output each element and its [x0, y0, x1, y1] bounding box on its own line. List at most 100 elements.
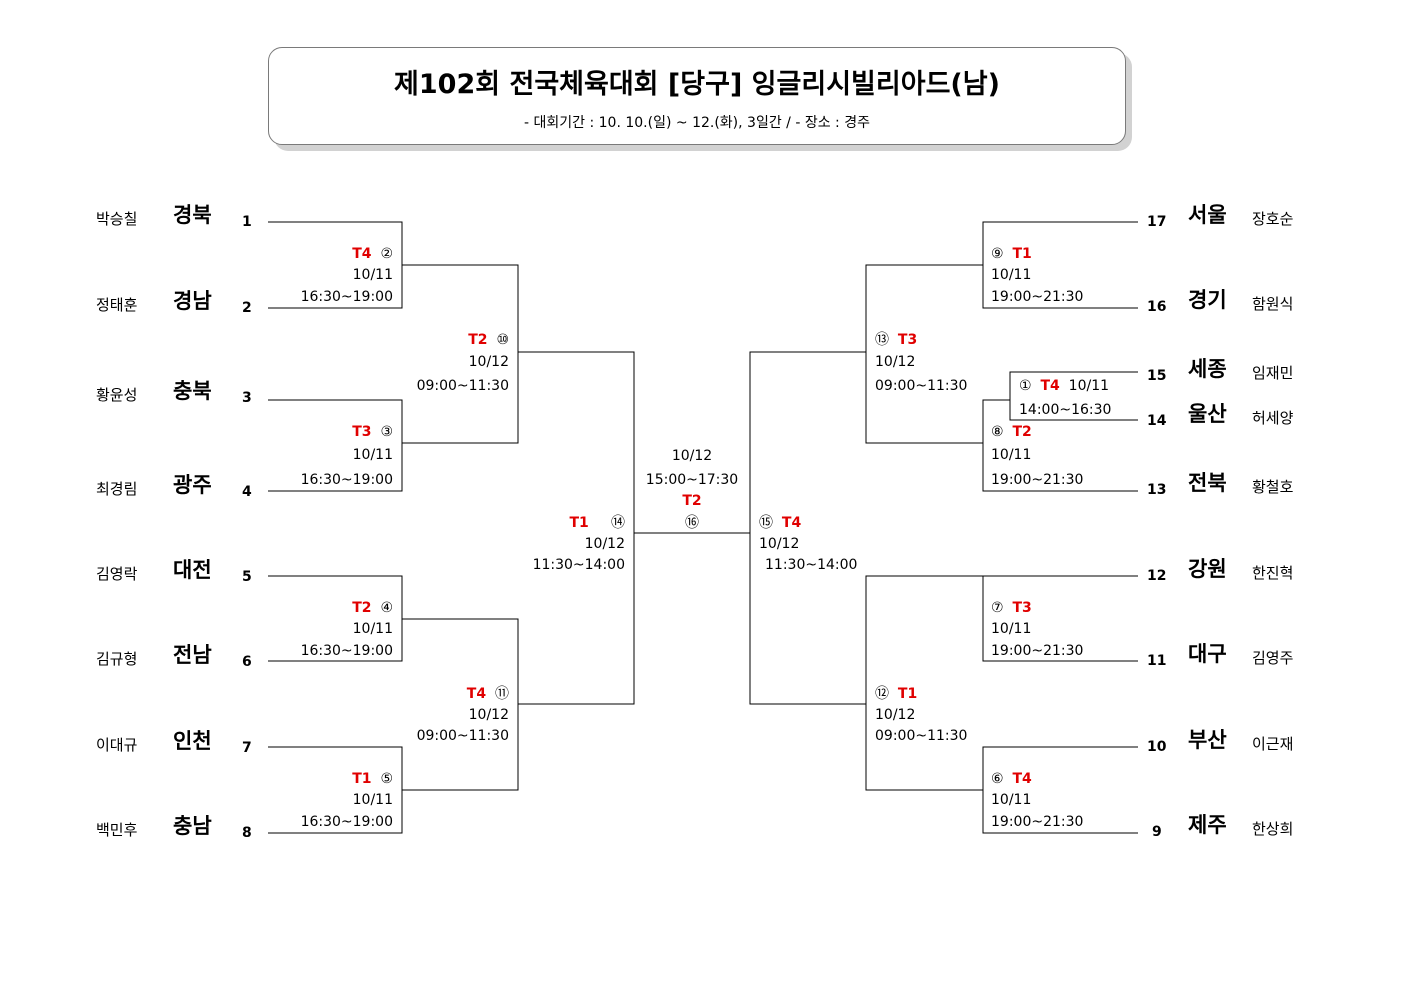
right-entry-13-player: 황철호 — [1252, 478, 1294, 496]
left-entry-6-seed: 6 — [242, 654, 252, 670]
bracket-line-m11 — [402, 618, 519, 791]
match-4-table: T2 — [352, 600, 372, 616]
match-15-header: ⑮ T4 — [759, 515, 801, 532]
match-11-time: 09:00~11:30 — [416, 728, 509, 744]
left-entry-4-seed: 4 — [242, 484, 252, 500]
left-entry-7-player: 이대규 — [96, 736, 138, 754]
match-16-date: 10/12 — [671, 448, 713, 464]
match-2-time: 16:30~19:00 — [300, 289, 393, 305]
match-9-number: ⑨ — [991, 246, 1004, 262]
left-entry-1-region: 경북 — [173, 203, 212, 227]
match-12-date: 10/12 — [875, 707, 916, 723]
match-15-number: ⑮ — [759, 515, 773, 531]
right-entry-11-player: 김영주 — [1252, 649, 1294, 667]
right-entry-16-region: 경기 — [1188, 288, 1227, 312]
right-entry-17-seed: 17 — [1147, 214, 1167, 230]
match-4-header: T2 ④ — [290, 600, 393, 617]
match-3-time: 16:30~19:00 — [300, 472, 393, 488]
left-entry-7-region: 인천 — [173, 729, 212, 753]
bracket-line-m7 — [982, 575, 1138, 662]
match-12-number: ⑫ — [875, 686, 889, 702]
match-13-table: T3 — [897, 332, 918, 348]
left-entry-2-seed: 2 — [242, 300, 252, 316]
match-4-number: ④ — [380, 600, 393, 616]
match-14-number: ⑭ — [611, 515, 625, 531]
match-1-table: T4 — [1040, 378, 1060, 394]
match-10-time: 09:00~11:30 — [416, 378, 509, 394]
match-12-table: T1 — [897, 686, 918, 702]
right-entry-15-player: 임재민 — [1252, 364, 1294, 382]
match-3-date: 10/11 — [352, 447, 393, 463]
match-8-time: 19:00~21:30 — [991, 472, 1084, 488]
right-entry-9-player: 한상희 — [1252, 820, 1294, 838]
left-entry-4-region: 광주 — [173, 473, 212, 497]
left-entry-3-player: 황윤성 — [96, 386, 138, 404]
left-entry-2-player: 정태훈 — [96, 296, 138, 314]
match-13-header: ⑬ T3 — [875, 332, 917, 349]
match-10-header: T2 ⑩ — [406, 332, 509, 349]
left-entry-8-region: 충남 — [173, 814, 212, 838]
left-entry-3-region: 충북 — [173, 379, 212, 403]
match-3-number: ③ — [380, 424, 393, 440]
left-entry-5-region: 대전 — [173, 558, 212, 582]
match-7-table: T3 — [1012, 600, 1032, 616]
match-3-table: T3 — [352, 424, 372, 440]
right-entry-17-region: 서울 — [1188, 203, 1227, 227]
left-entry-1-seed: 1 — [242, 214, 252, 230]
match-11-table: T4 — [466, 686, 487, 702]
match-10-table: T2 — [468, 332, 488, 348]
bracket-line-m10 — [402, 264, 519, 444]
left-entry-1-player: 박승칠 — [96, 210, 138, 228]
bracket-line-m13 — [865, 264, 983, 444]
right-entry-15-region: 세종 — [1188, 357, 1227, 381]
bracket-line-m6 — [982, 746, 1138, 834]
match-12-header: ⑫ T1 — [875, 686, 917, 703]
match-1-header: ① T4 10/11 — [1019, 378, 1109, 395]
title-box: 제102회 전국체육대회 [당구] 잉글리시빌리아드(남) - 대회기간 : 1… — [268, 47, 1126, 145]
match-8-number: ⑧ — [991, 424, 1004, 440]
match-2-header: T4 ② — [290, 246, 393, 263]
match-2-table: T4 — [352, 246, 372, 262]
match-7-time: 19:00~21:30 — [991, 643, 1084, 659]
match-4-date: 10/11 — [352, 621, 393, 637]
match-14-time: 11:30~14:00 — [532, 557, 625, 573]
match-14-header: T1 ⑭ — [520, 515, 625, 532]
left-entry-2-region: 경남 — [173, 289, 212, 313]
match-1-number: ① — [1019, 378, 1032, 394]
bracket-line-m8 — [982, 399, 1138, 492]
right-entry-13-seed: 13 — [1147, 482, 1167, 498]
right-entry-14-seed: 14 — [1147, 413, 1167, 429]
match-5-header: T1 ⑤ — [290, 771, 393, 788]
right-entry-10-region: 부산 — [1188, 728, 1227, 752]
right-entry-10-seed: 10 — [1147, 739, 1167, 755]
match-16-number: ⑯ — [685, 515, 699, 531]
right-entry-15-seed: 15 — [1147, 368, 1167, 384]
bracket-line-m15 — [749, 351, 866, 705]
left-entry-3-seed: 3 — [242, 390, 252, 406]
match-14-table: T1 — [569, 515, 589, 531]
match-7-number: ⑦ — [991, 600, 1004, 616]
right-entry-14-region: 울산 — [1188, 402, 1227, 426]
match-8-header: ⑧ T2 — [991, 424, 1032, 441]
match-6-number: ⑥ — [991, 771, 1004, 787]
match-6-table: T4 — [1012, 771, 1032, 787]
match-1-time: 14:00~16:30 — [1019, 402, 1112, 418]
match-5-date: 10/11 — [352, 792, 393, 808]
match-9-table: T1 — [1012, 246, 1032, 262]
right-entry-11-seed: 11 — [1147, 653, 1167, 669]
right-entry-14-player: 허세양 — [1252, 409, 1294, 427]
left-entry-6-region: 전남 — [173, 643, 212, 667]
page-subtitle: - 대회기간 : 10. 10.(일) ~ 12.(화), 3일간 / - 장소… — [524, 115, 870, 131]
bracket-line-m1 — [1009, 371, 1138, 421]
match-5-number: ⑤ — [380, 771, 393, 787]
match-9-date: 10/11 — [991, 267, 1032, 283]
match-10-date: 10/12 — [468, 354, 509, 370]
bracket-line-m9 — [982, 221, 1138, 309]
right-entry-17-player: 장호순 — [1252, 210, 1294, 228]
right-entry-11-region: 대구 — [1188, 642, 1227, 666]
right-entry-12-player: 한진혁 — [1252, 564, 1294, 582]
match-10-number: ⑩ — [496, 332, 509, 348]
match-12-time: 09:00~11:30 — [875, 728, 968, 744]
right-entry-9-seed: 9 — [1152, 824, 1162, 840]
